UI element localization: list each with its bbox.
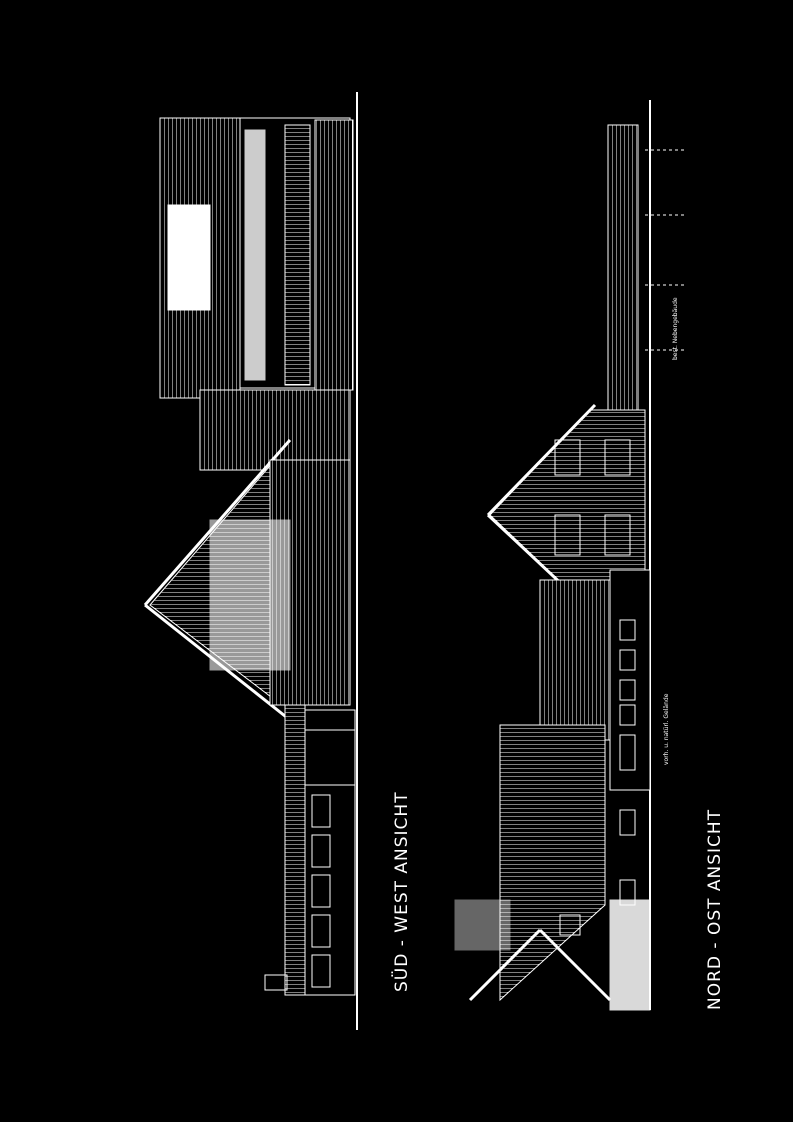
note-natural-terrain: vorh. u. natürl. Gelände bbox=[663, 693, 670, 765]
sud-west-elevation bbox=[143, 92, 358, 1030]
nord-ost-elevation bbox=[454, 100, 685, 1011]
note-existing-outbuilding: best. Nebengebäude bbox=[672, 297, 679, 360]
view-title-sud-west: SÜD - WEST ANSICHT bbox=[392, 791, 412, 992]
view-title-nord-ost: NORD - OST ANSICHT bbox=[705, 808, 725, 1010]
